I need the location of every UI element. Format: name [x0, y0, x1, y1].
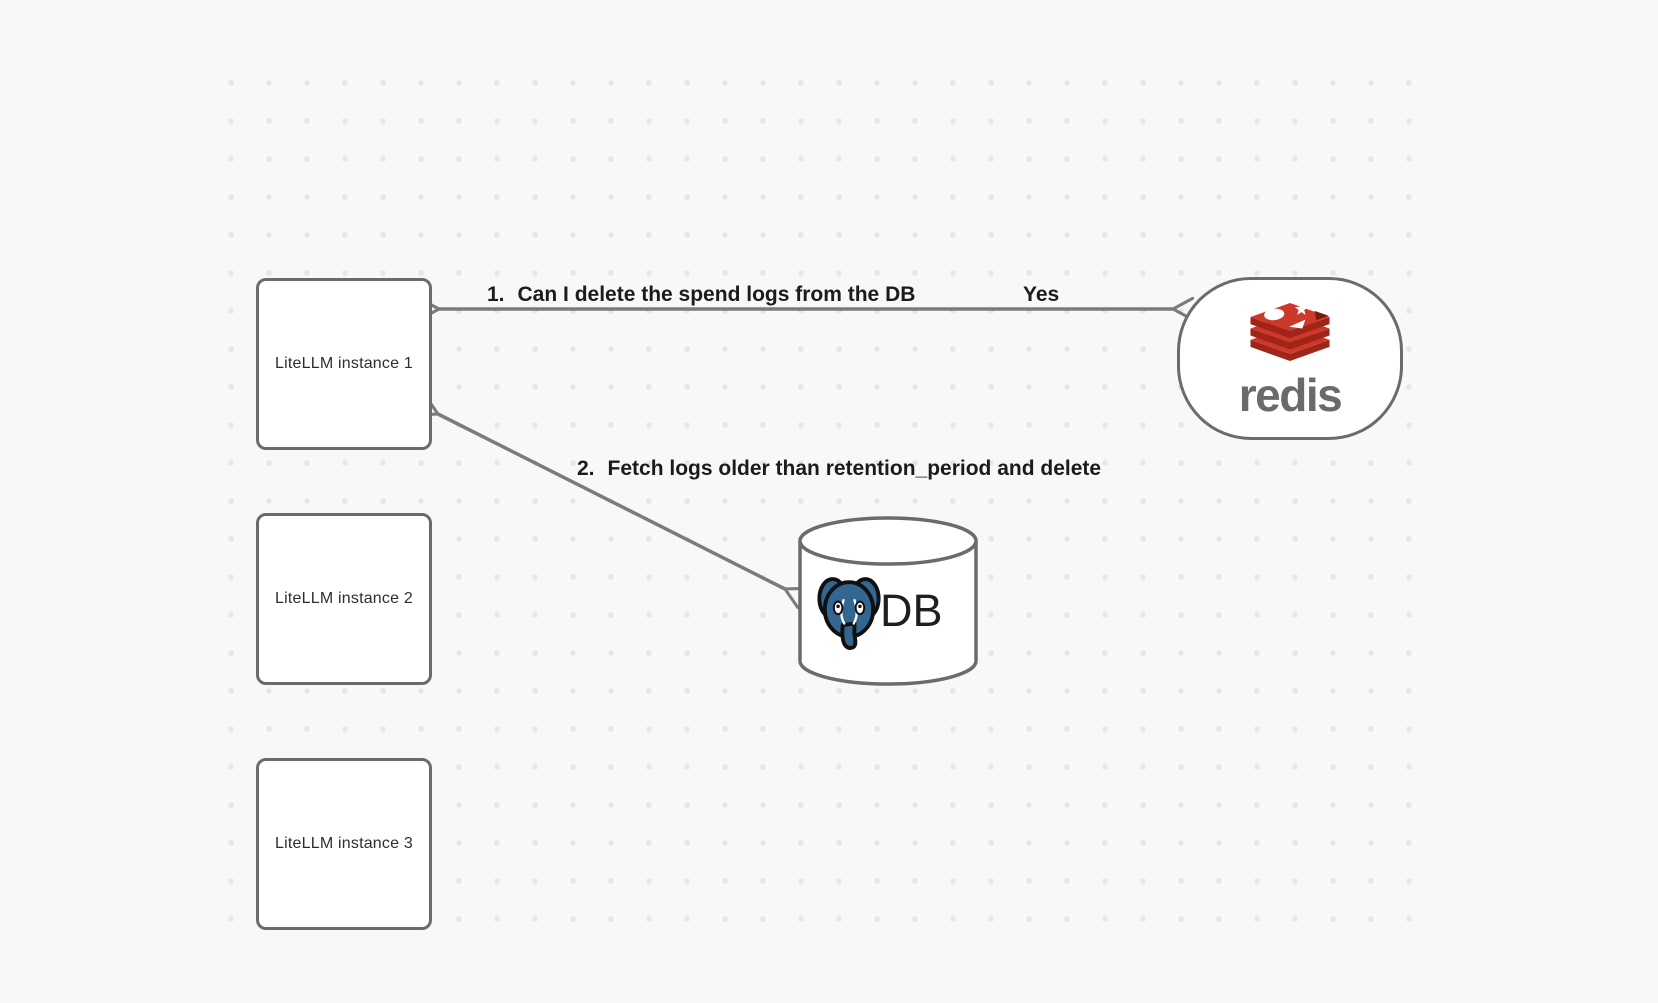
node-label: LiteLLM instance 3 [275, 835, 413, 852]
node-litellm-instance-2: LiteLLM instance 2 [256, 513, 432, 685]
node-label: LiteLLM instance 1 [275, 355, 413, 372]
edge-1-number: 1. [487, 283, 505, 306]
node-db: DB [794, 512, 982, 690]
edge-label-1: 1. Can I delete the spend logs from the … [487, 283, 915, 307]
edge-1-text: Can I delete the spend logs from the DB [517, 283, 916, 306]
node-litellm-instance-1: LiteLLM instance 1 [256, 278, 432, 450]
edge-1-response: Yes [1023, 283, 1060, 306]
redis-cube-icon [1250, 303, 1330, 362]
postgresql-elephant-icon [817, 577, 881, 650]
edge-2-text: Fetch logs older than retention_period a… [607, 457, 1102, 480]
node-litellm-instance-3: LiteLLM instance 3 [256, 758, 432, 930]
edge-label-2: 2. Fetch logs older than retention_perio… [577, 457, 1101, 481]
database-cylinder-icon [798, 516, 978, 686]
node-redis: redis [1177, 277, 1403, 440]
node-label: LiteLLM instance 2 [275, 590, 413, 607]
edge-2-number: 2. [577, 457, 595, 480]
db-label: DB [880, 585, 943, 636]
redis-wordmark: redis [1238, 369, 1343, 422]
